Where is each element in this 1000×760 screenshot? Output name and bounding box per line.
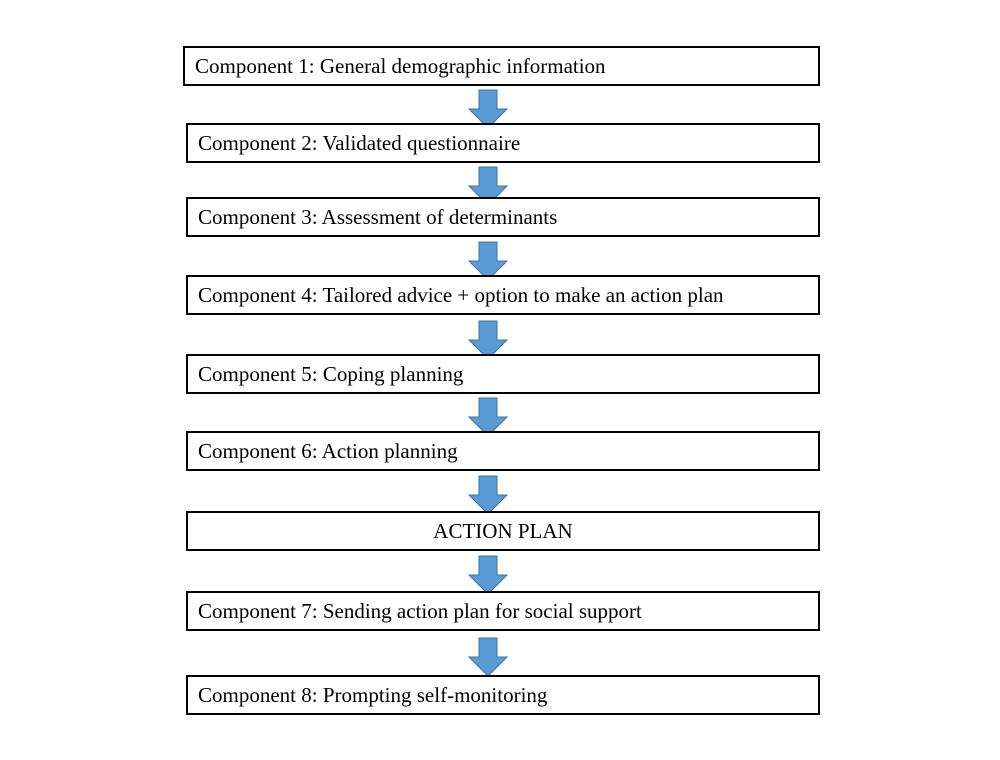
component-8-box: Component 8: Prompting self-monitoring bbox=[186, 675, 820, 715]
down-arrow-icon bbox=[468, 555, 508, 595]
component-1-box: Component 1: General demographic informa… bbox=[183, 46, 820, 86]
down-arrow-icon bbox=[468, 241, 508, 281]
action-plan-box: ACTION PLAN bbox=[186, 511, 820, 551]
component-6-label: Component 6: Action planning bbox=[198, 438, 458, 463]
component-2-label: Component 2: Validated questionnaire bbox=[198, 130, 521, 155]
component-4-label: Component 4: Tailored advice + option to… bbox=[198, 282, 724, 307]
component-7-box: Component 7: Sending action plan for soc… bbox=[186, 591, 820, 631]
down-arrow-icon bbox=[468, 89, 508, 129]
component-5-label: Component 5: Coping planning bbox=[198, 361, 464, 386]
down-arrow-icon bbox=[468, 637, 508, 677]
component-2-box: Component 2: Validated questionnaire bbox=[186, 123, 820, 163]
down-arrow-icon bbox=[468, 320, 508, 360]
down-arrow-icon bbox=[468, 397, 508, 437]
component-3-label: Component 3: Assessment of determinants bbox=[198, 204, 558, 229]
down-arrow-icon bbox=[468, 166, 508, 206]
component-5-box: Component 5: Coping planning bbox=[186, 354, 820, 394]
component-4-box: Component 4: Tailored advice + option to… bbox=[186, 275, 820, 315]
component-6-box: Component 6: Action planning bbox=[186, 431, 820, 471]
component-8-label: Component 8: Prompting self-monitoring bbox=[198, 682, 548, 707]
down-arrow-icon bbox=[468, 475, 508, 515]
action-plan-label: ACTION PLAN bbox=[433, 518, 573, 543]
component-7-label: Component 7: Sending action plan for soc… bbox=[198, 598, 642, 623]
component-3-box: Component 3: Assessment of determinants bbox=[186, 197, 820, 237]
component-1-label: Component 1: General demographic informa… bbox=[195, 53, 606, 78]
